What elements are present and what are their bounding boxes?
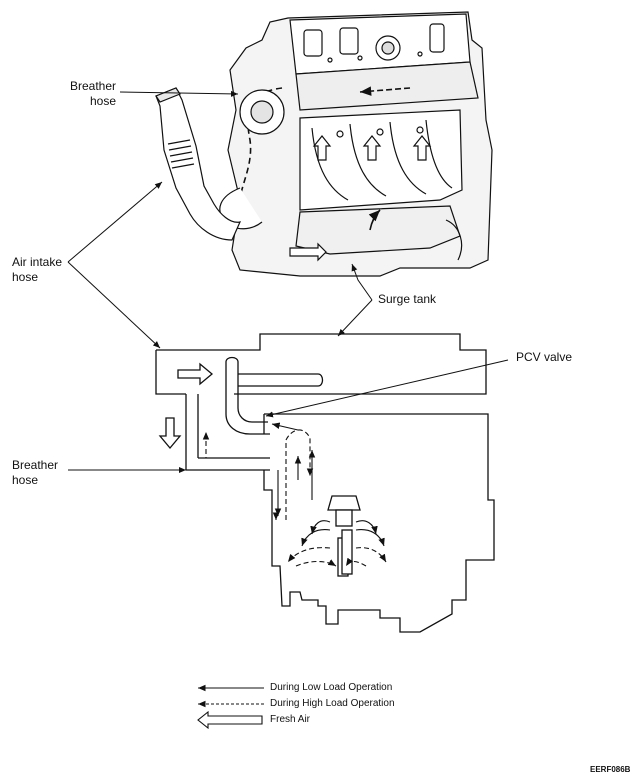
legend-fresh-air-label: Fresh Air — [270, 714, 311, 725]
label-pcv-valve: PCV valve — [516, 350, 573, 364]
label-breather-hose-top-line1: Breather — [69, 79, 116, 93]
leader-lines — [67, 90, 509, 473]
label-breather-hose-bottom-line1: Breather — [12, 458, 59, 472]
label-breather-hose-bottom-line2: hose — [12, 473, 39, 487]
label-surge-tank: Surge tank — [378, 292, 437, 306]
legend-high-load-label: During High Load Operation — [270, 698, 395, 709]
crankcase-flow-arrows — [301, 520, 385, 547]
label-breather-hose-top: Breather hose — [60, 79, 116, 109]
pcv-schematic — [155, 333, 495, 633]
legend-fresh-air-symbol — [197, 710, 263, 730]
engine-block-schematic — [263, 413, 495, 633]
air-intake-hose-illustration — [155, 87, 242, 241]
figure-code: EERF086B — [590, 765, 631, 774]
label-breather-hose-bottom: Breather hose — [12, 458, 58, 488]
label-air-intake-hose-line1: Air intake — [12, 255, 63, 269]
legend-symbols — [197, 684, 264, 730]
fresh-air-arrows — [158, 362, 214, 450]
high-load-flow — [202, 429, 387, 567]
label-air-intake-hose-line2: hose — [12, 270, 39, 284]
label-air-intake-hose: Air intake hose — [12, 255, 62, 285]
label-breather-hose-top-line2: hose — [89, 94, 116, 108]
legend-low-load-label: During Low Load Operation — [270, 682, 393, 693]
low-load-flow — [271, 422, 316, 520]
surge-tank-schematic — [156, 333, 487, 395]
engine-illustration — [219, 11, 493, 277]
